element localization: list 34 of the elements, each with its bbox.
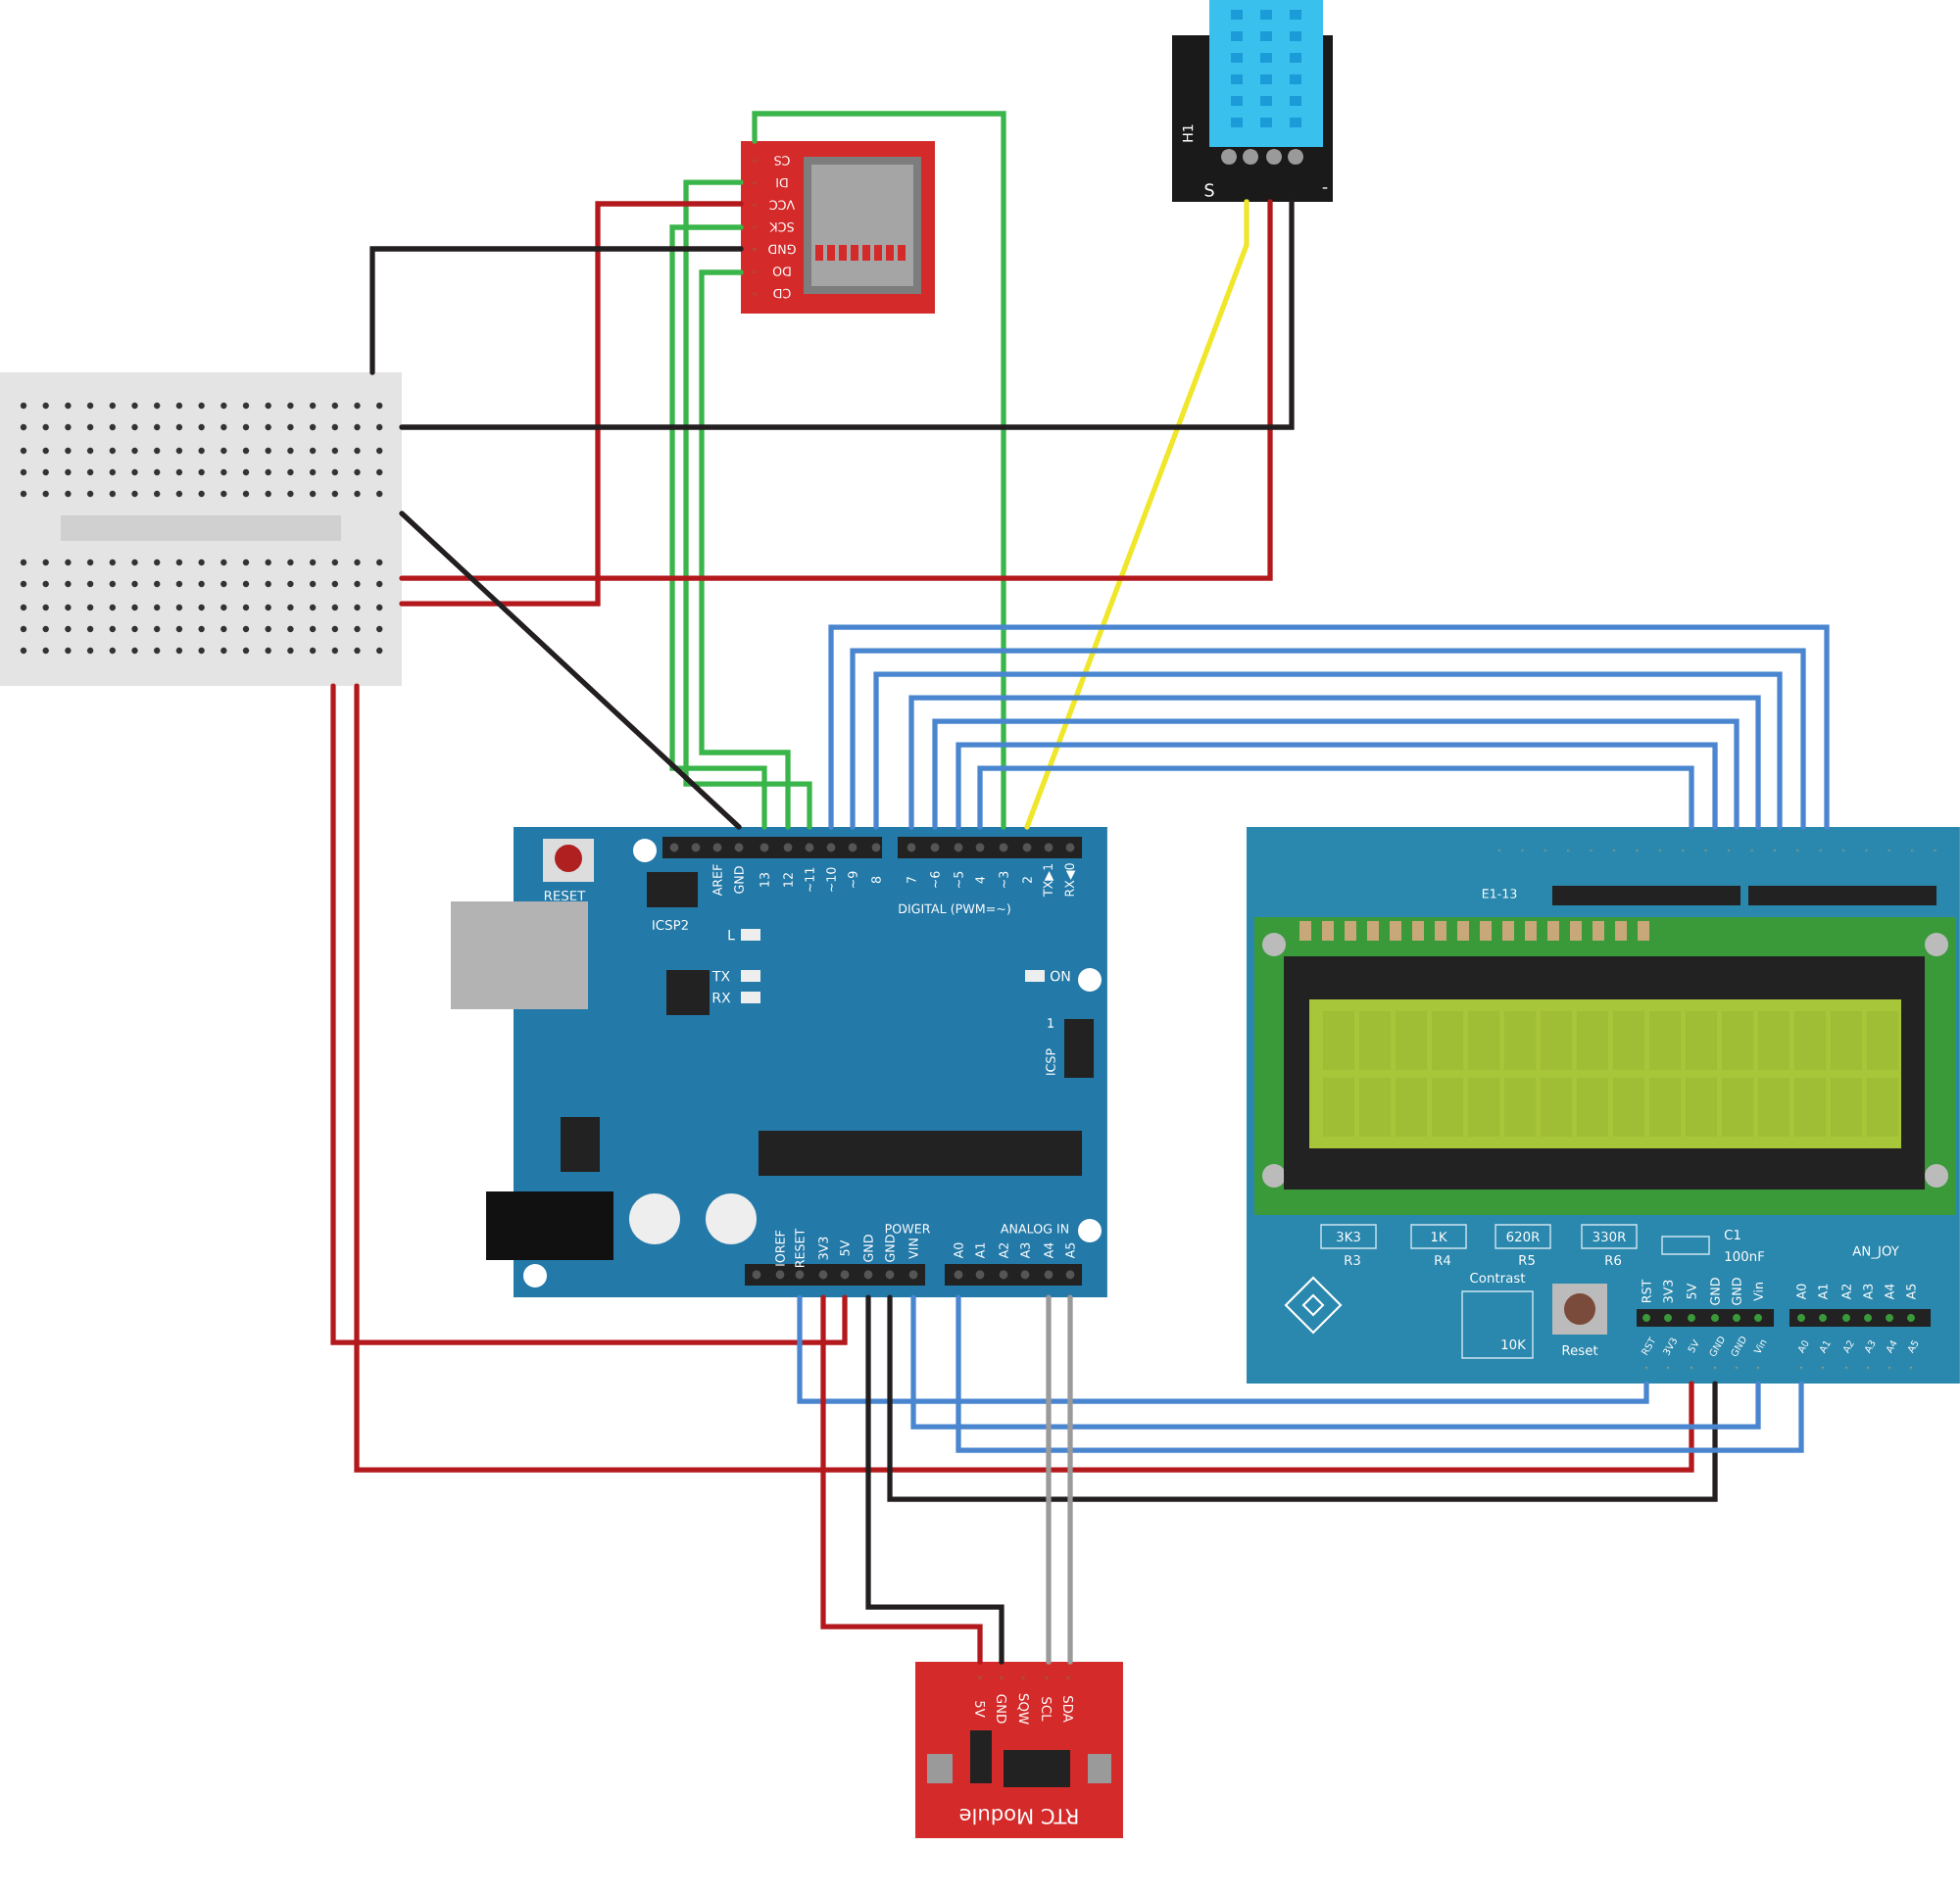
wire: [369, 246, 744, 375]
sensor-module-drawing: [1172, 0, 1333, 202]
wire: [354, 683, 1694, 1473]
wire: [932, 718, 1740, 830]
wire: [956, 1294, 1804, 1453]
wire: [977, 765, 1694, 830]
wire: [399, 201, 744, 607]
wire: [828, 624, 1830, 830]
wire: [683, 179, 812, 830]
wire: [908, 695, 1761, 830]
pin-label: -: [1322, 187, 1328, 189]
microcontroller-board-drawing: [451, 827, 1107, 1297]
wire: [399, 510, 742, 830]
wire: [850, 648, 1806, 830]
wire: [820, 1294, 983, 1665]
wire: [910, 1294, 1761, 1430]
wire: [1067, 1294, 1073, 1665]
wire: [956, 742, 1718, 830]
lcd-shield-drawing: [1247, 827, 1960, 1384]
sd-card-module-drawing: [741, 141, 935, 314]
wire: [699, 269, 791, 830]
wire: [399, 199, 1295, 430]
wire: [865, 1294, 1004, 1665]
wire: [1024, 199, 1250, 830]
wire: [752, 111, 1006, 830]
wire: [797, 1294, 1649, 1404]
breadboard-drawing: [0, 372, 402, 686]
wire: [330, 683, 848, 1345]
wire: [887, 1294, 1718, 1502]
wire: [669, 224, 767, 830]
pin-label: S: [1204, 183, 1214, 197]
wire: [873, 671, 1783, 830]
wire: [1046, 1294, 1052, 1665]
wire: [399, 199, 1273, 581]
